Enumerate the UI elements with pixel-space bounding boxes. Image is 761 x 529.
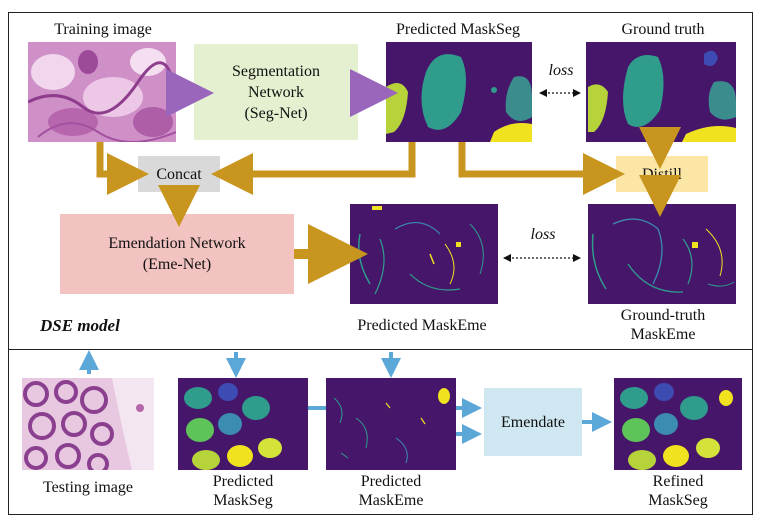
training-image [28, 42, 176, 142]
segmentation-network-label: Segmentation Network (Seg-Net) [232, 62, 320, 122]
test-predicted-maskseg-image [178, 378, 308, 470]
predicted-maskseg-image [386, 42, 532, 142]
refined-maskseg-label: Refined MaskSeg [648, 473, 708, 509]
refined-maskseg-image [614, 378, 742, 470]
ground-truth-image [586, 42, 736, 142]
concat-label: Concat [156, 165, 202, 183]
loss-label-bottom: loss [530, 226, 556, 243]
test-predicted-maskeme-label: Predicted MaskEme [358, 473, 424, 509]
emendation-network-label: Emendation Network (Eme-Net) [108, 235, 246, 273]
ground-truth-maskeme-image [588, 204, 736, 304]
ground-truth-maskeme-label: Ground-truth MaskEme [620, 307, 706, 343]
emendate-label: Emendate [501, 413, 565, 431]
predicted-maskeme-image [350, 204, 498, 304]
predicted-maskeme-label: Predicted MaskEme [357, 317, 487, 334]
test-predicted-maskseg-label: Predicted MaskSeg [212, 473, 274, 509]
emendation-network-box: Emendation Network (Eme-Net) [60, 214, 294, 294]
test-predicted-maskeme-image [326, 378, 456, 470]
training-image-label: Training image [54, 21, 152, 38]
concat-box: Concat [138, 156, 220, 192]
dse-model-label: DSE model [40, 316, 120, 335]
distill-label: Distill [641, 165, 682, 183]
testing-image-label: Testing image [43, 479, 133, 496]
segmentation-network-box: Segmentation Network (Seg-Net) [194, 44, 358, 140]
testing-panel [8, 349, 753, 515]
predicted-maskseg-label: Predicted MaskSeg [396, 21, 520, 38]
distill-box: Distill [616, 156, 708, 192]
testing-image [22, 378, 154, 470]
loss-label-top: loss [548, 62, 574, 79]
emendate-box: Emendate [484, 388, 582, 456]
ground-truth-label: Ground truth [621, 21, 705, 38]
